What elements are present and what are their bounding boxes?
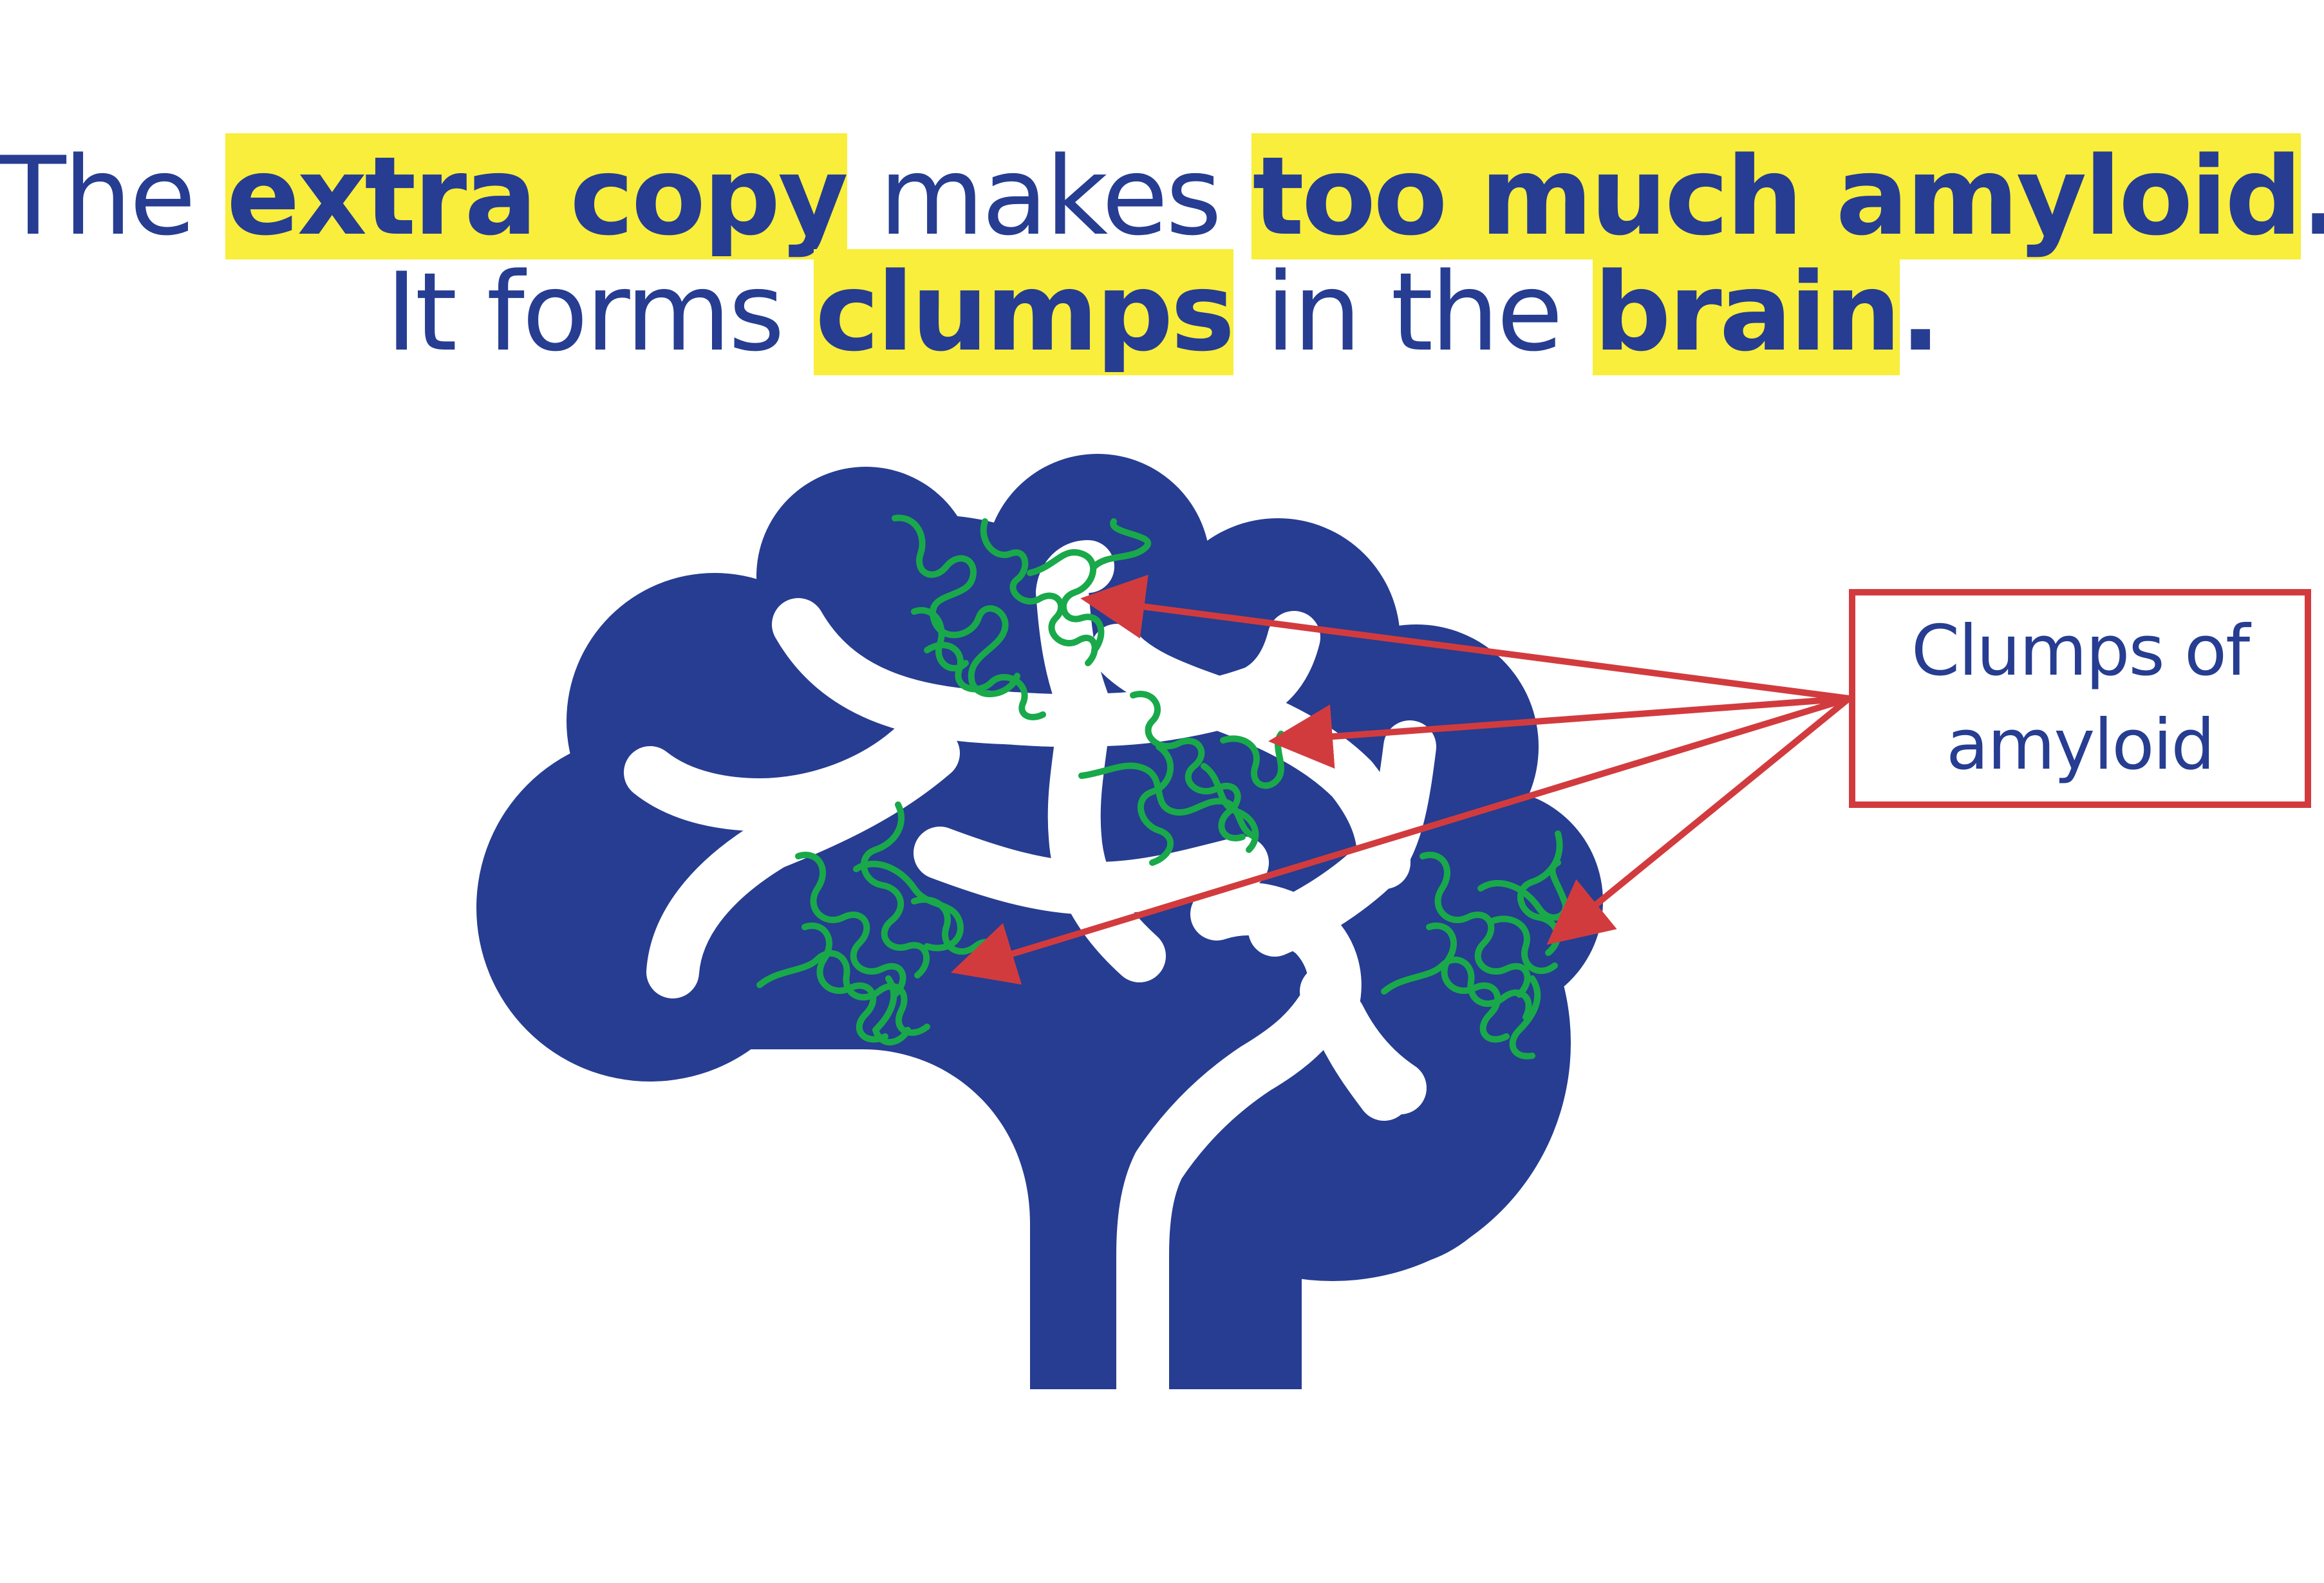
- headline-line-2: It forms clumps in the brain.: [0, 241, 2324, 383]
- headline-text: .: [2301, 133, 2324, 259]
- brain-sulci: [624, 540, 1436, 1416]
- arrows: [950, 574, 1851, 985]
- amyloid-clump: [756, 801, 1000, 1045]
- highlighted-phrase: clumps: [814, 249, 1235, 375]
- amyloid-label: Clumps of amyloid: [1911, 611, 2250, 785]
- headline-text: The: [0, 133, 225, 259]
- highlighted-phrase: brain: [1592, 249, 1901, 375]
- headline-line-1: The extra copy makes too much amyloid.: [0, 126, 2324, 267]
- headline-text: .: [1900, 249, 1941, 375]
- arrow: [950, 695, 1850, 985]
- amyloid-label-box: Clumps of amyloid: [1849, 589, 2311, 808]
- amyloid-clump: [1078, 691, 1284, 866]
- arrow: [1080, 574, 1850, 702]
- arrow: [1268, 695, 1850, 769]
- headline-text: makes: [847, 133, 1251, 259]
- highlighted-phrase: too much amyloid: [1251, 133, 2302, 259]
- headline-text: It forms: [385, 249, 814, 375]
- headline-text: in the: [1233, 249, 1593, 375]
- highlighted-phrase: extra copy: [225, 133, 848, 259]
- arrow: [1546, 696, 1851, 945]
